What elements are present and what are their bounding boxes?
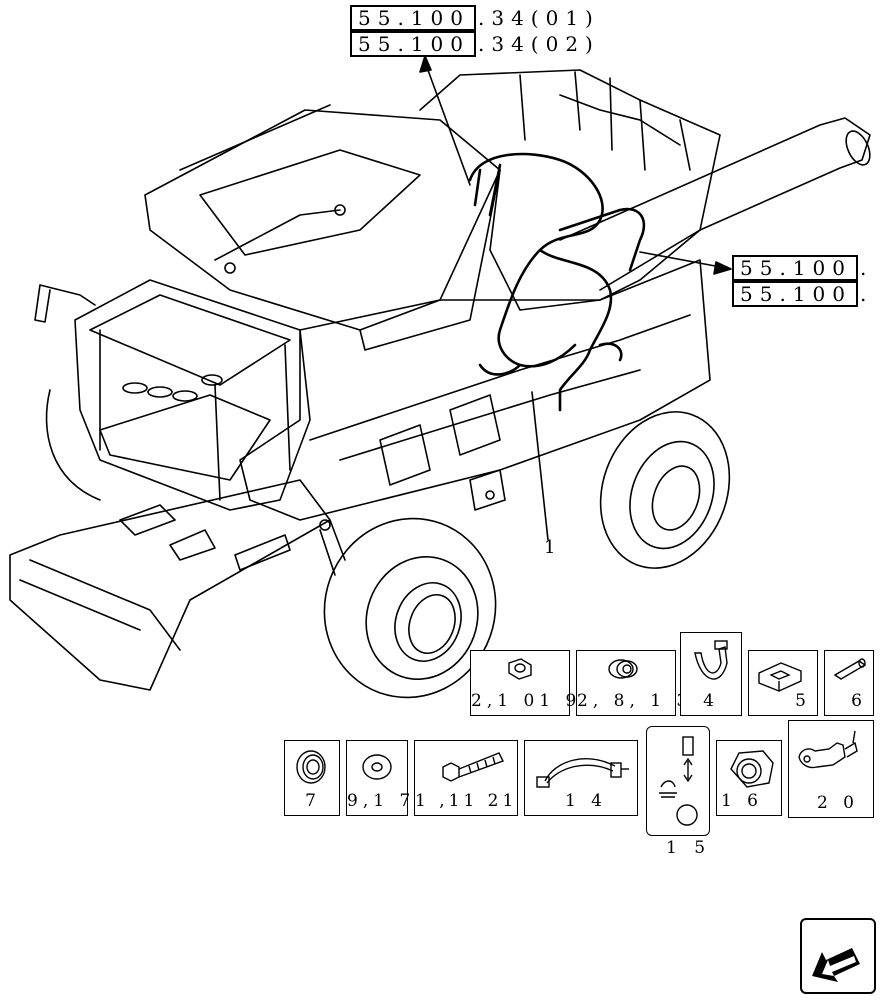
reference-leader-right	[639, 251, 732, 275]
part-label: 1 ,11 21 8	[415, 791, 542, 811]
rear-wheel	[599, 411, 731, 569]
bolt-icon	[442, 752, 504, 782]
part-washer[interactable]: 2, 8, 1 3	[576, 650, 693, 716]
harness-icon	[536, 758, 629, 788]
clip-icon	[758, 662, 802, 692]
callout-1: 1	[544, 537, 556, 558]
part-label: 2, 8, 1 3	[577, 691, 693, 711]
reference-tail: .	[859, 282, 874, 306]
part-cable-tie[interactable]: 4	[680, 632, 742, 716]
grommet-icon	[296, 750, 326, 784]
cable-tie-icon	[694, 640, 728, 680]
sensor-icon	[798, 730, 858, 769]
washer-icon	[608, 659, 638, 679]
reference-tail: .	[859, 256, 874, 280]
part-label: 2 0	[816, 793, 859, 813]
part-label: 7	[305, 791, 321, 811]
beacon-icon	[730, 750, 774, 788]
reference-tail: .34(01)	[477, 6, 600, 30]
reference-boxed: 55.100	[350, 31, 476, 57]
part-label: 2,1 01 9	[471, 691, 582, 711]
part-beacon[interactable]: 1 6	[716, 740, 782, 816]
previous-page-button[interactable]	[800, 918, 876, 994]
part-label: 4	[703, 691, 719, 711]
part-flat-washer[interactable]: 9,1 7	[346, 740, 416, 816]
part-grommet[interactable]: 7	[284, 740, 340, 816]
part-label: 5	[795, 691, 811, 711]
reference-link-top-2[interactable]: 55.100.34(02)	[350, 31, 600, 57]
part-label: 1 6	[720, 791, 763, 811]
part-nut[interactable]: 2,1 01 9	[470, 650, 582, 716]
unloading-auger	[559, 117, 871, 291]
reference-tail: .34(02)	[477, 32, 600, 56]
reference-boxed: 55.100	[350, 5, 476, 31]
grain-tank	[144, 109, 501, 331]
part-harness[interactable]: 1 4	[524, 740, 638, 816]
callout-leader	[531, 391, 549, 541]
pin-icon	[833, 658, 867, 680]
part-label: 1 5	[666, 838, 712, 858]
reference-link-right-1[interactable]: 55.100.	[732, 255, 874, 281]
cab	[74, 279, 311, 511]
part-label: 9,1 7	[347, 791, 416, 811]
part-decal[interactable]	[646, 726, 710, 836]
part-pin[interactable]: 6	[824, 650, 874, 716]
reference-boxed: 55.100	[732, 255, 858, 281]
wiring-harness	[468, 152, 646, 412]
part-bolt[interactable]: 1 ,11 21 8	[414, 740, 542, 816]
arrow-down-left-icon	[812, 948, 860, 982]
part-label: 1 4	[564, 791, 607, 811]
reference-link-right-2[interactable]: 55.100.	[732, 281, 874, 307]
reference-boxed: 55.100	[732, 281, 858, 307]
decal-icon	[659, 736, 698, 826]
part-label: 6	[851, 691, 867, 711]
feeder-header	[9, 479, 331, 691]
part-clip[interactable]: 5	[748, 650, 818, 716]
flat-washer-icon	[362, 754, 392, 780]
reference-leader-top	[419, 55, 471, 186]
nut-icon	[508, 658, 532, 680]
combine-harvester-illustration	[9, 55, 871, 699]
reference-link-top-1[interactable]: 55.100.34(01)	[350, 5, 600, 31]
front-wheel	[323, 517, 497, 699]
part-sensor[interactable]: 2 0	[788, 720, 874, 818]
